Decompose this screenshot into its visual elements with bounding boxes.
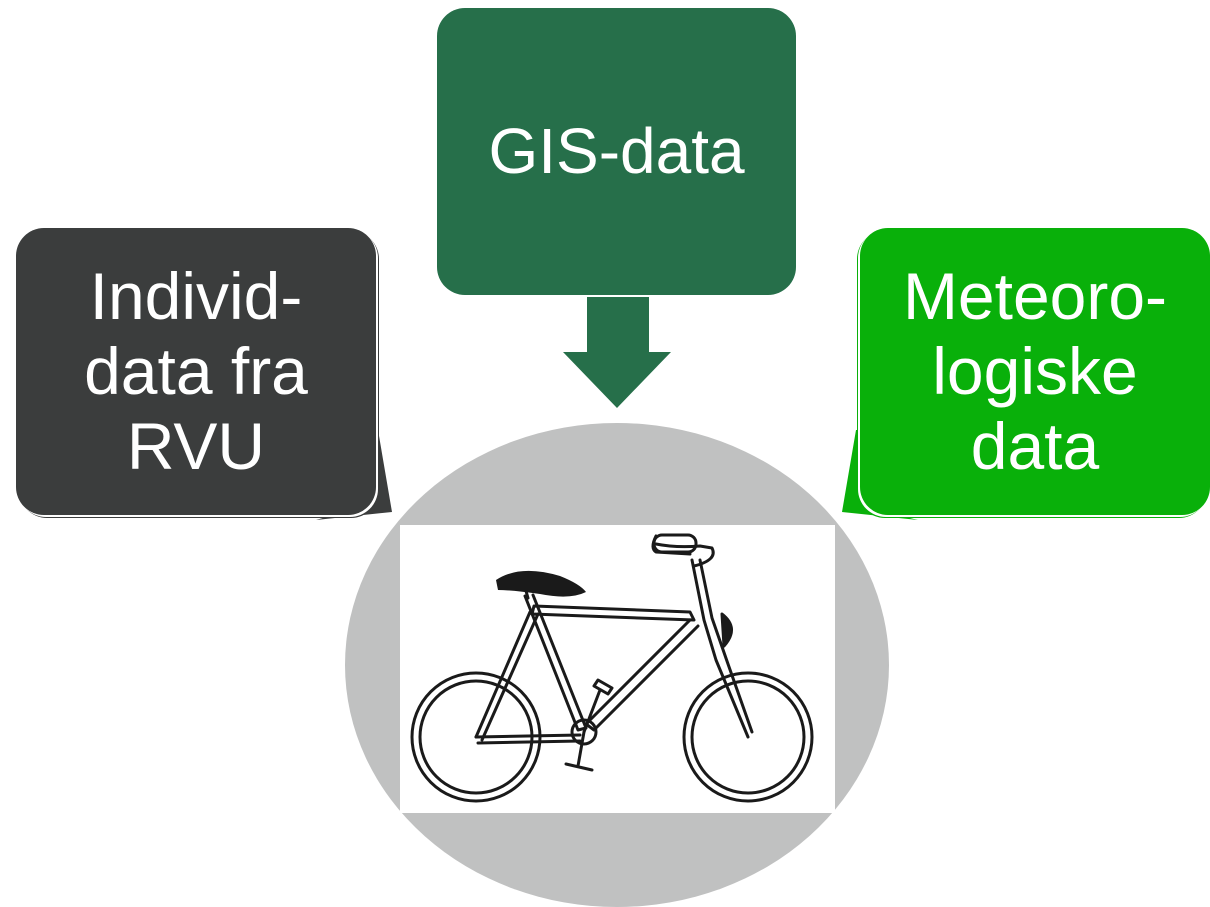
- meteorological-data-label: Meteoro- logiske data: [902, 258, 1168, 484]
- arrow-down-icon: [563, 297, 671, 408]
- individ-data-label: Individ- data fra RVU: [84, 258, 308, 484]
- bicycle-saddle: [496, 570, 586, 597]
- bicycle-icon: [410, 533, 814, 803]
- individ-data-box: Individ- data fra RVU: [16, 228, 376, 515]
- meteorological-data-box: Meteoro- logiske data: [860, 228, 1210, 515]
- gis-data-box: GIS-data: [437, 8, 796, 295]
- gis-data-label: GIS-data: [488, 115, 745, 188]
- bicycle-picture-frame: [400, 525, 835, 813]
